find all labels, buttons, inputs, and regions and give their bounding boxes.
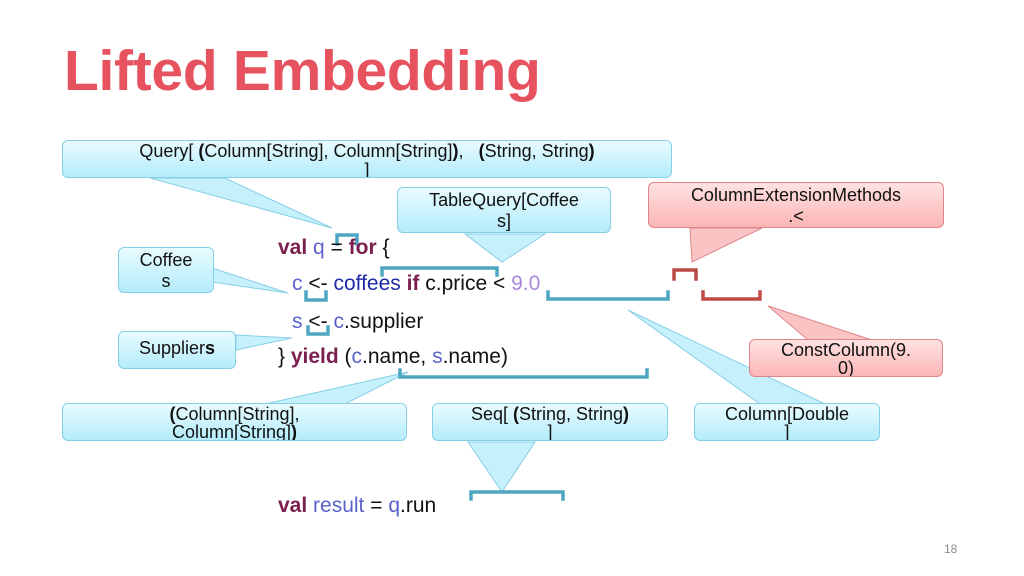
coffees-callout-pointer — [211, 267, 289, 294]
code-text: .name, — [362, 345, 433, 368]
code-line-1: val q = for { — [278, 236, 390, 260]
callout-text: Column[String] — [171, 422, 292, 441]
code-text: { — [376, 236, 390, 259]
callout-text: String, String — [518, 404, 624, 424]
variable-s: s — [292, 310, 303, 333]
callout-paren: ) — [452, 141, 459, 161]
code-text: = — [324, 236, 349, 259]
variable-c: c — [333, 310, 344, 333]
callout-paren: ( — [512, 404, 519, 424]
code-text: .run — [400, 494, 437, 517]
callout-text: .< — [788, 206, 804, 226]
bracket-q — [335, 233, 359, 246]
callout-seq-type: Seq[ (String, String) ] — [432, 403, 668, 441]
keyword-val: val — [278, 236, 308, 259]
callout-text: ] — [364, 160, 370, 178]
callout-column-double: Column[Double ] — [694, 403, 880, 441]
callout-suppliers: Suppliers — [118, 331, 236, 369]
callout-text: Supplier — [138, 338, 206, 358]
query-callout-pointer — [149, 177, 333, 229]
callout-paren: ( — [169, 404, 176, 424]
callout-paren: ) — [588, 141, 595, 161]
code-text: .name) — [442, 345, 508, 368]
callout-text: String, String — [484, 141, 589, 161]
variable-c: c — [351, 345, 363, 368]
bracket-price — [546, 290, 670, 301]
callout-text: TableQuery[Coffee — [429, 190, 579, 210]
code-text: c.price < — [425, 272, 512, 295]
code-line-3: s <- c.supplier — [292, 310, 423, 334]
callout-text: Query[ — [139, 141, 199, 161]
code-text: = — [364, 494, 389, 517]
callout-text: ConstColumn(9. — [780, 340, 912, 360]
callout-text: Column[Double — [724, 404, 850, 424]
callout-paren: ( — [478, 141, 485, 161]
identifier-coffees: coffees — [333, 272, 401, 295]
code-text: .supplier — [343, 310, 424, 333]
keyword-yield: yield — [290, 345, 339, 368]
bracket-coffees — [380, 266, 499, 277]
variable-q: q — [388, 494, 401, 517]
variable-c: c — [292, 272, 303, 295]
callout-column-extension: ColumnExtensionMethods .< — [648, 182, 944, 228]
seq-callout-pointer — [467, 441, 536, 493]
callout-paren: ) — [291, 422, 298, 441]
callout-text: , — [458, 141, 469, 161]
column-extension-callout-pointer — [689, 227, 763, 263]
callout-text: Column[String], Column[String] — [204, 141, 453, 161]
callout-coffees: Coffee s — [118, 247, 214, 293]
callout-text: ] — [547, 422, 553, 441]
callout-text: Seq[ — [470, 404, 513, 424]
keyword-val: val — [278, 494, 308, 517]
tuple-columns-callout-pointer — [264, 371, 409, 405]
callout-text: 0) — [837, 358, 854, 377]
variable-result: result — [307, 494, 365, 517]
code-text: ( — [338, 345, 352, 368]
variable-q: q — [313, 236, 325, 259]
code-text: } — [278, 345, 291, 368]
variable-s: s — [432, 345, 443, 368]
callout-paren: ( — [198, 141, 205, 161]
callout-paren: ) — [623, 404, 630, 424]
callout-table-query: TableQuery[Coffee s] — [397, 187, 611, 233]
code-line-5: val result = q.run — [278, 494, 436, 518]
code-text: <- — [302, 272, 334, 295]
callout-text: Coffee — [139, 250, 193, 270]
code-text: <- — [302, 310, 334, 333]
keyword-for: for — [348, 236, 377, 259]
callout-text: ] — [784, 422, 790, 441]
suppliers-callout-pointer — [235, 334, 293, 351]
code-line-4: } yield (c.name, s.name) — [278, 345, 508, 369]
callout-text: ColumnExtensionMethods — [690, 185, 902, 205]
callout-text: s — [161, 271, 171, 291]
page-number: 18 — [944, 542, 958, 556]
number-literal: 9.0 — [511, 272, 541, 295]
callout-text: s — [205, 338, 216, 358]
keyword-if: if — [400, 272, 426, 295]
bracket-tuple — [398, 368, 649, 379]
callout-const-column: ConstColumn(9. 0) — [749, 339, 943, 377]
callout-text: s] — [496, 211, 511, 231]
const-column-callout-pointer — [767, 305, 873, 341]
slide-title: Lifted Embedding — [64, 39, 541, 103]
bracket-less-than — [672, 268, 698, 281]
bracket-run — [469, 490, 565, 501]
bracket-s — [306, 325, 330, 336]
callout-query-type: Query[ (Column[String], Column[String]),… — [62, 140, 672, 178]
tablequery-callout-pointer — [463, 233, 547, 263]
callout-tuple-columns: (Column[String], Column[String]) — [62, 403, 407, 441]
callout-text: Column[String], — [175, 404, 300, 424]
code-line-2: c <- coffees if c.price < 9.0 — [292, 272, 540, 296]
bracket-constant — [701, 290, 762, 301]
bracket-c — [304, 290, 328, 302]
